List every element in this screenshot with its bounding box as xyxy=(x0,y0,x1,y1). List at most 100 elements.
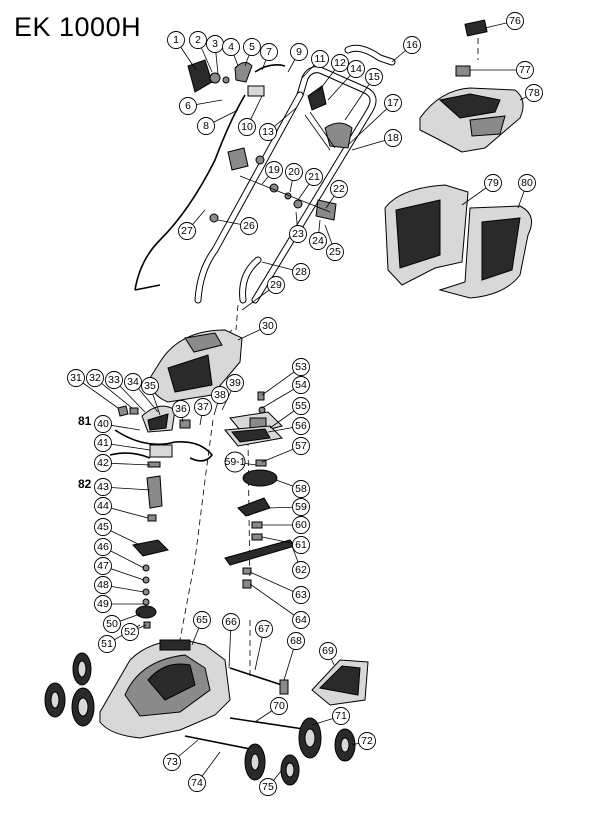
callout-number: 25 xyxy=(329,246,341,258)
callout-circle xyxy=(94,454,112,472)
callout-number: 46 xyxy=(97,541,109,553)
callout-circle xyxy=(211,386,229,404)
callout-3: 3 xyxy=(206,35,224,53)
callout-circle xyxy=(285,163,303,181)
callout-number: 40 xyxy=(97,418,109,430)
callout-circle xyxy=(267,276,285,294)
callout-number: 24 xyxy=(312,235,324,247)
callout-number: 35 xyxy=(144,380,156,392)
callout-65: 65 xyxy=(193,611,211,629)
callout-circle xyxy=(292,536,310,554)
callout-number: 9 xyxy=(296,46,302,58)
callout-circle xyxy=(172,400,190,418)
callout-33: 33 xyxy=(105,371,123,389)
callout-number: 76 xyxy=(509,15,521,27)
callout-54: 54 xyxy=(292,376,310,394)
callout-circle xyxy=(330,180,348,198)
callout-67: 67 xyxy=(255,620,273,638)
callout-78: 78 xyxy=(525,84,543,102)
callout-20: 20 xyxy=(285,163,303,181)
callout-number: 61 xyxy=(295,539,307,551)
callout-number: 59 xyxy=(295,501,307,513)
callout-number: 78 xyxy=(528,87,540,99)
callout-circle xyxy=(98,635,116,653)
callout-circle xyxy=(292,498,310,516)
callout-circle xyxy=(124,373,142,391)
callout-19: 19 xyxy=(265,161,283,179)
callout-number: 70 xyxy=(273,700,285,712)
callout-6: 6 xyxy=(179,97,197,115)
callout-58: 58 xyxy=(292,480,310,498)
callout-number: 43 xyxy=(97,481,109,493)
callout-circle xyxy=(305,168,323,186)
callout-number: 59-1 xyxy=(224,456,245,468)
callout-number: 38 xyxy=(214,389,226,401)
callout-40: 40 xyxy=(94,415,112,433)
callout-number: 69 xyxy=(322,645,334,657)
callout-circle xyxy=(292,397,310,415)
leader-line-17 xyxy=(347,102,394,146)
callout-47: 47 xyxy=(94,557,112,575)
callout-circle xyxy=(292,376,310,394)
callout-number: 15 xyxy=(368,71,380,83)
callout-70: 70 xyxy=(270,697,288,715)
callout-71: 71 xyxy=(332,707,350,725)
callout-circle xyxy=(259,123,277,141)
callout-50: 50 xyxy=(103,615,121,633)
callout-number: 16 xyxy=(406,39,418,51)
callout-number: 47 xyxy=(97,560,109,572)
callout-circle xyxy=(403,36,421,54)
callout-circle xyxy=(94,415,112,433)
callout-number: 3 xyxy=(212,38,218,50)
callout-73: 73 xyxy=(163,753,181,771)
leader-line-64 xyxy=(249,583,302,621)
callout-circle xyxy=(243,38,261,56)
callout-number: 27 xyxy=(181,225,193,237)
callout-circle xyxy=(384,129,402,147)
callout-circle xyxy=(188,774,206,792)
callout-43: 43 xyxy=(94,478,112,496)
grass-box xyxy=(384,19,533,299)
callout-circle xyxy=(94,434,112,452)
callout-number: 33 xyxy=(108,374,120,386)
callout-8: 8 xyxy=(197,117,215,135)
callout-number: 14 xyxy=(350,63,362,75)
callout-2: 2 xyxy=(189,31,207,49)
callout-13: 13 xyxy=(259,123,277,141)
callout-number: 42 xyxy=(97,457,109,469)
callout-circle xyxy=(525,84,543,102)
callout-circle xyxy=(226,374,244,392)
callout-number: 68 xyxy=(290,635,302,647)
callout-number: 65 xyxy=(196,614,208,626)
callout-circle xyxy=(292,561,310,579)
callout-66: 66 xyxy=(222,613,240,631)
callout-circle xyxy=(105,371,123,389)
callout-number: 72 xyxy=(361,735,373,747)
callout-31: 31 xyxy=(67,369,85,387)
callout-59-1: 59-1 xyxy=(224,451,246,473)
callout-circle xyxy=(141,377,159,395)
callout-74: 74 xyxy=(188,774,206,792)
callout-18: 18 xyxy=(384,129,402,147)
callout-number: 7 xyxy=(266,46,272,58)
callout-circle xyxy=(67,369,85,387)
callout-number: 49 xyxy=(97,598,109,610)
callout-number: 48 xyxy=(97,579,109,591)
leader-line-63 xyxy=(249,571,302,596)
callout-circle xyxy=(311,50,329,68)
callout-number: 29 xyxy=(270,279,282,291)
callout-number: 57 xyxy=(295,440,307,452)
callout-circle xyxy=(326,243,344,261)
callout-circle xyxy=(260,43,278,61)
callout-14: 14 xyxy=(347,60,365,78)
callout-circle xyxy=(163,753,181,771)
callout-number: 52 xyxy=(124,626,136,638)
callout-number: 41 xyxy=(97,437,109,449)
callout-number: 6 xyxy=(185,100,191,112)
callout-12: 12 xyxy=(331,54,349,72)
callout-circle xyxy=(224,451,246,473)
callout-37: 37 xyxy=(194,398,212,416)
callout-circle xyxy=(94,497,112,515)
handle-assembly xyxy=(134,44,396,331)
